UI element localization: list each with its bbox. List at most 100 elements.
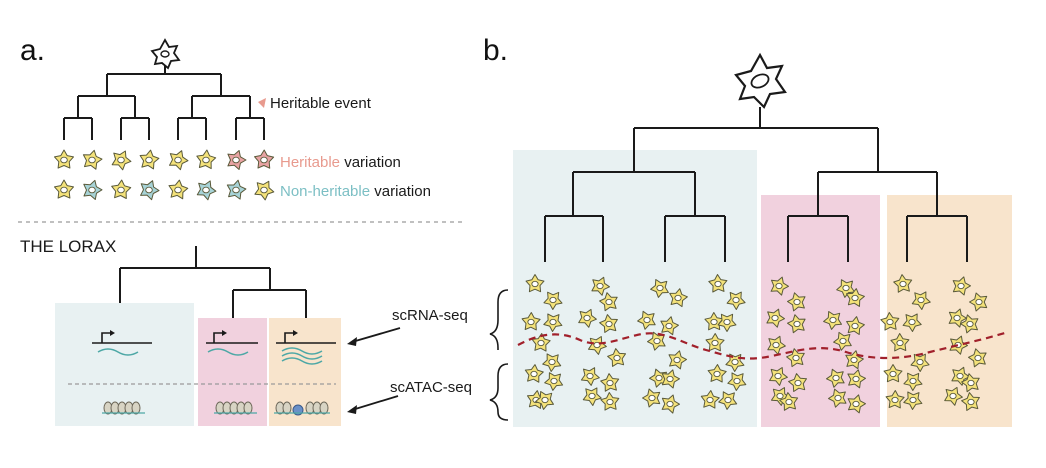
cell-icon <box>770 276 789 296</box>
cell-icon <box>543 313 563 332</box>
cell-icon <box>169 150 189 171</box>
heritable-variation-cell-row <box>54 149 275 171</box>
panel-b-cell-population <box>521 274 988 414</box>
cell-icon <box>883 364 903 383</box>
cell-icon <box>111 150 132 171</box>
cell-icon <box>766 308 785 328</box>
pink-clade-box <box>761 195 880 427</box>
cell-icon <box>580 367 600 386</box>
cell-icon <box>588 336 607 355</box>
cell-icon <box>846 316 865 335</box>
cell-icon <box>717 313 737 332</box>
scatac-brace <box>489 363 509 421</box>
panel-a-root-cell-icon <box>150 38 181 70</box>
cell-icon <box>788 373 807 392</box>
scrna-arrow-icon <box>347 327 401 346</box>
cell-icon <box>769 367 788 386</box>
cell-icon <box>582 387 602 406</box>
cell-icon <box>607 348 626 367</box>
cell-icon <box>54 179 74 199</box>
cell-icon <box>969 292 988 312</box>
cell-icon <box>660 316 679 336</box>
cell-icon <box>787 292 806 312</box>
cell-icon <box>661 369 680 389</box>
cell-icon <box>833 331 852 351</box>
heritable-event-label: Heritable event <box>270 95 372 112</box>
cell-icon <box>599 292 618 312</box>
variation-word-2: variation <box>370 183 431 200</box>
cell-icon <box>591 276 610 296</box>
lorax-tree <box>119 246 307 318</box>
cell-icon <box>951 366 970 386</box>
cell-icon <box>779 392 799 411</box>
panel-b-root-cell-icon <box>734 52 787 109</box>
cell-icon <box>700 390 720 409</box>
cell-icon <box>227 150 247 170</box>
scatac-seq-label: scATAC-seq <box>390 379 472 396</box>
cell-icon <box>961 373 980 393</box>
nucleosome-icon <box>131 401 141 415</box>
cell-icon <box>847 394 866 414</box>
cell-icon <box>543 291 563 310</box>
cell-icon <box>903 372 923 391</box>
cell-icon <box>647 331 666 351</box>
cell-icon <box>902 313 922 332</box>
cell-icon <box>718 391 738 410</box>
gene-promoter-icon-pink <box>206 330 258 356</box>
cell-icon <box>669 288 688 308</box>
assay-divider-dashed-line <box>517 330 1009 360</box>
cell-icon <box>952 276 971 296</box>
cell-icon <box>637 310 656 330</box>
cell-icon <box>707 364 727 383</box>
cell-icon <box>726 291 746 310</box>
cell-icon <box>846 288 865 307</box>
cell-icon <box>885 390 905 409</box>
cell-icon <box>668 350 687 370</box>
cell-icon <box>542 353 562 372</box>
cell-icon <box>944 386 963 406</box>
cell-icon <box>578 308 597 328</box>
cell-icon <box>890 333 910 352</box>
cell-icon <box>847 369 866 389</box>
cell-icon <box>535 391 554 410</box>
cell-icon <box>599 314 618 333</box>
cell-icon <box>826 368 845 388</box>
cell-icon <box>705 333 725 352</box>
cell-icon <box>642 388 661 408</box>
cell-icon <box>82 149 103 170</box>
gene-promoter-icon-orange <box>276 330 336 365</box>
cell-icon <box>880 312 900 331</box>
panel-b-label: b. <box>483 34 508 67</box>
nucleosome-chromatin-icons <box>102 401 330 416</box>
cell-icon <box>140 180 160 201</box>
cell-icon <box>600 392 620 411</box>
nucleosome-icon <box>319 401 329 415</box>
panel-a-lineage-tree <box>63 66 265 140</box>
cell-icon <box>544 372 564 391</box>
non-heritable-variation-cell-row <box>54 179 275 201</box>
cell-icon <box>787 314 806 334</box>
nucleosome-icon <box>243 401 253 415</box>
nucleosome-icon <box>282 401 292 415</box>
lorax-title: THE LORAX <box>20 237 116 256</box>
cell-icon <box>83 179 103 200</box>
gene-promoter-icon-blue <box>92 330 152 356</box>
cell-icon <box>911 291 931 310</box>
cell-icon <box>661 394 680 414</box>
cell-icon <box>823 311 842 330</box>
cell-icon <box>727 372 747 391</box>
cell-icon <box>226 179 247 200</box>
cell-icon <box>893 274 913 293</box>
cell-icon <box>525 274 545 293</box>
cell-icon <box>836 279 856 298</box>
cell-icon <box>961 392 980 411</box>
cell-icon <box>254 149 275 169</box>
cell-icon <box>524 364 544 383</box>
cell-icon <box>767 335 786 355</box>
cell-icon <box>903 391 923 410</box>
cell-icon <box>254 180 275 201</box>
non-heritable-variation-legend: Non-heritable variation <box>280 183 431 200</box>
cell-icon <box>786 348 805 368</box>
